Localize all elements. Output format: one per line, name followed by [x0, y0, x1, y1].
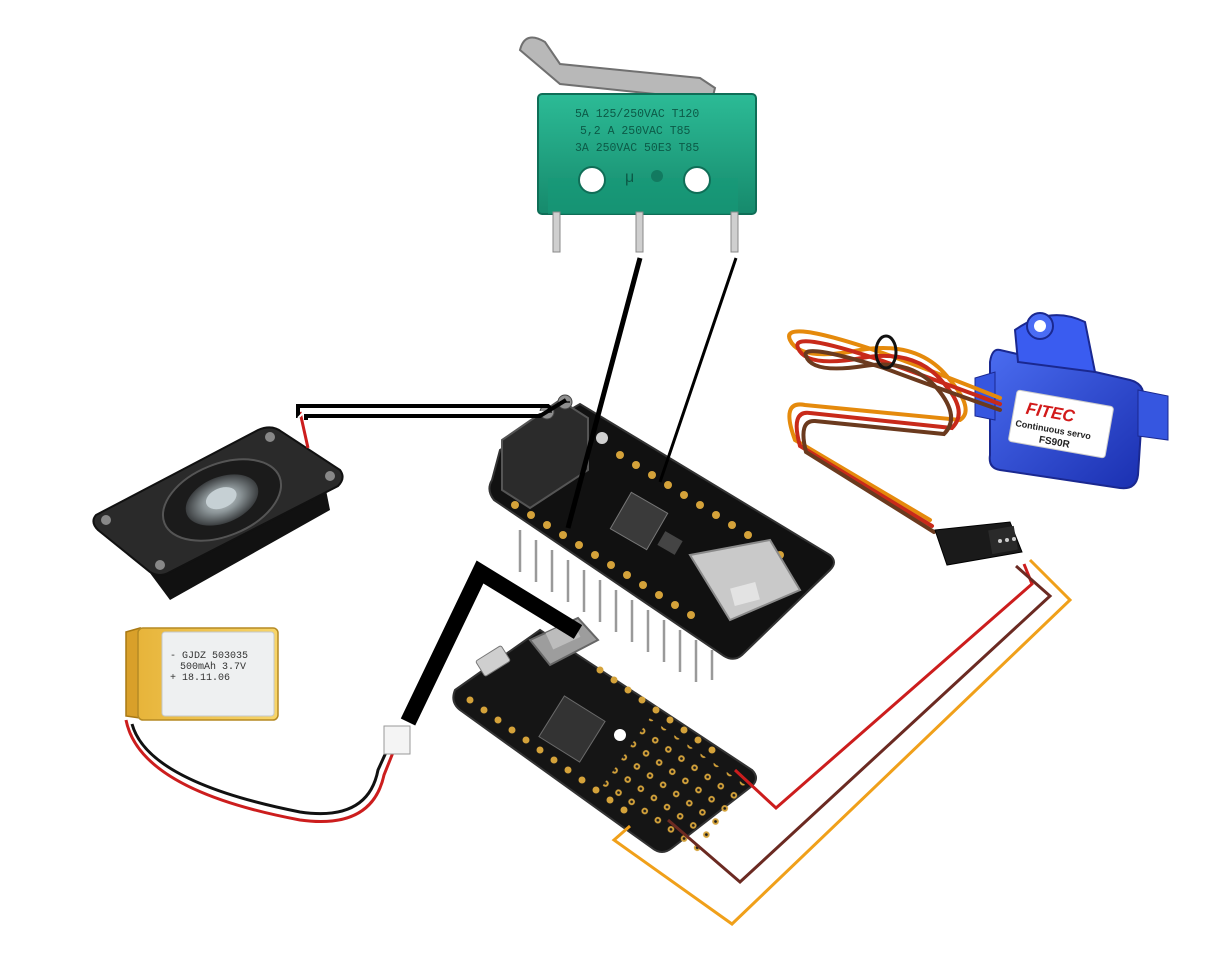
battery-label-line-2: 500mAh 3.7V	[180, 661, 246, 673]
servo-connector	[934, 521, 1023, 566]
battery-jst-plug	[383, 725, 411, 755]
battery-label-line-1: - GJDZ 503035	[170, 651, 248, 662]
feather-proto-area	[601, 718, 749, 857]
switch-rating-line-3: 3A 250VAC 50E3 T85	[575, 142, 699, 155]
lipo-battery: - GJDZ 503035 500mAh 3.7V + 18.11.06	[125, 627, 279, 721]
servo-wire-red	[733, 563, 1034, 811]
servo-model-line-2: FS90R	[1038, 434, 1071, 450]
servo-mount-tab	[1137, 389, 1169, 441]
servo-wire-brown	[667, 564, 1053, 885]
battery-leads	[124, 719, 396, 823]
sd-card-slot	[688, 538, 802, 622]
switch-terminal-nc	[730, 211, 739, 253]
featherwing-codec-chip	[609, 491, 669, 551]
switch-rating-line-1: 5A 125/250VAC T120	[575, 108, 699, 121]
battery-label	[161, 631, 275, 717]
servo-cable	[787, 329, 1002, 534]
switch-rating-line-2: 5,2 A 250VAC T85	[580, 125, 691, 138]
feather-mcu-chip	[538, 695, 606, 763]
switch-terminal-common	[552, 211, 561, 253]
servo-wire-orange	[611, 558, 1073, 926]
servo-label	[1008, 389, 1114, 459]
featherwing-header-pins	[518, 530, 714, 682]
continuous-servo: FITEC Continuous servo FS90R	[974, 312, 1169, 490]
speaker-wire	[296, 398, 568, 420]
switch-lever	[518, 36, 717, 102]
switch-wire-nc	[658, 257, 738, 483]
switch-mu-mark: μ	[625, 169, 634, 186]
switch-mount-hole	[578, 166, 606, 194]
switch-terminal-no	[635, 211, 644, 253]
switch-wire-common	[565, 257, 643, 529]
usb-port	[475, 645, 511, 677]
speaker	[92, 411, 344, 600]
feather-main-board	[452, 616, 757, 857]
micro-switch: μ 5A 125/250VAC T120 5,2 A 250VAC T85 3A…	[518, 36, 757, 253]
switch-mount-hole	[683, 166, 711, 194]
battery-label-line-3: + 18.11.06	[170, 673, 230, 684]
music-maker-featherwing	[488, 394, 835, 682]
power-wire	[400, 560, 583, 726]
